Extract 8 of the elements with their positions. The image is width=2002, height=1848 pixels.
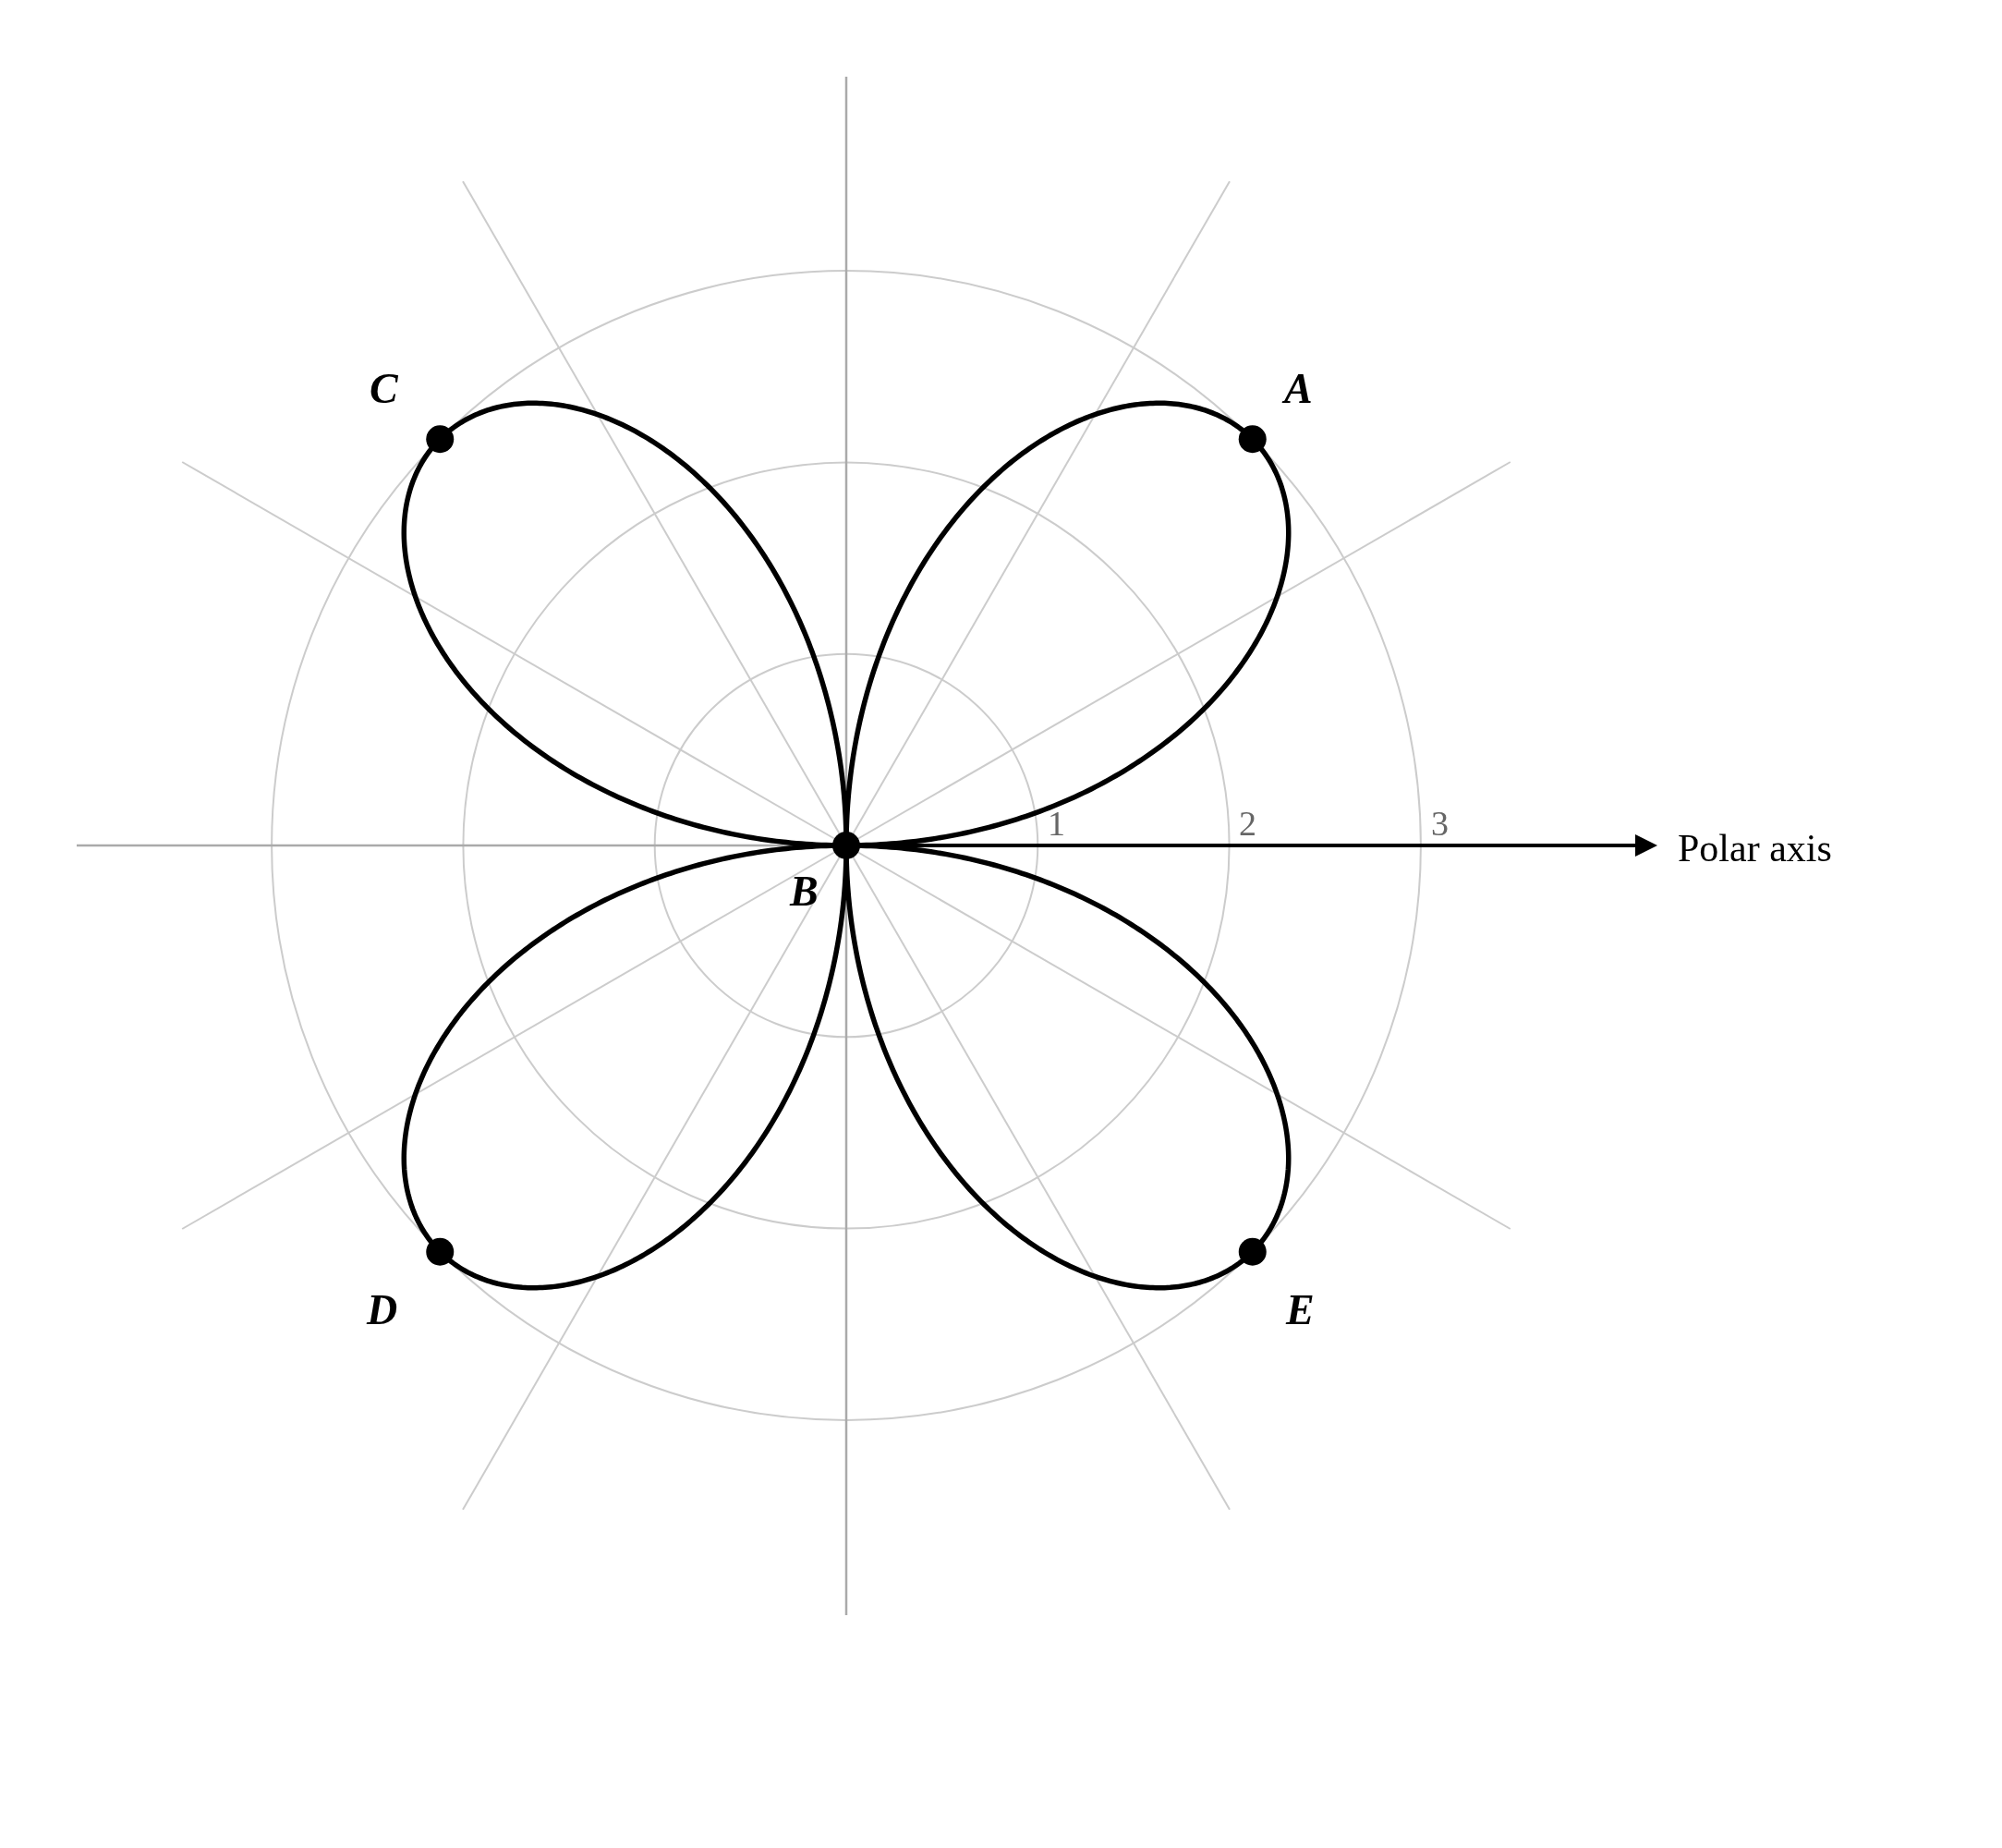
axis-label: Polar axis bbox=[1678, 829, 1832, 868]
tick-label: 3 bbox=[1431, 806, 1449, 841]
point-label: D bbox=[367, 1289, 398, 1331]
point-label: B bbox=[790, 870, 819, 913]
point-label: E bbox=[1286, 1289, 1315, 1331]
point-label: C bbox=[370, 368, 398, 410]
tick-label: 1 bbox=[1048, 806, 1065, 841]
tick-label: 2 bbox=[1239, 806, 1256, 841]
